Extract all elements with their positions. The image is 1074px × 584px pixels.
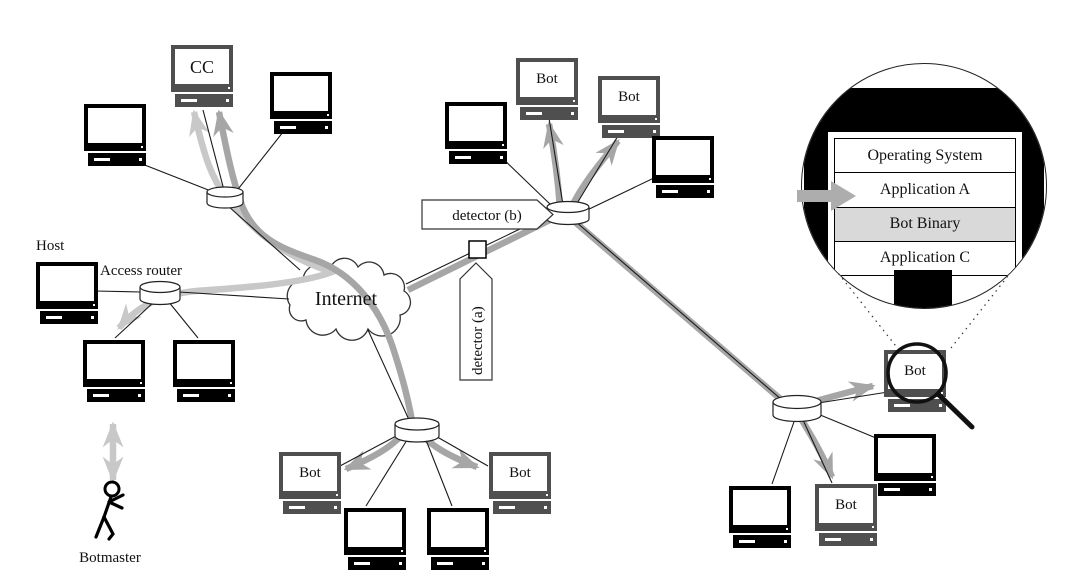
network-links: [94, 109, 889, 507]
host-computer: [36, 262, 98, 324]
detector-b-label: detector (b): [452, 208, 522, 224]
workstation: [729, 486, 791, 548]
botmaster-label: Botmaster: [79, 550, 141, 566]
system-unit: [175, 94, 233, 107]
router-bottommiddle: [394, 417, 440, 443]
software-stack-table: Operating System Application A Bot Binar…: [834, 138, 1016, 276]
botmaster-figure: [94, 480, 125, 541]
magnified-bot-view: Operating System Application A Bot Binar…: [801, 63, 1047, 309]
power-led-icon: [228, 87, 230, 89]
stack-row-bot-binary: Bot Binary: [835, 206, 1015, 241]
cc-server: CC: [171, 45, 233, 107]
stack-row-app-a: Application A: [835, 172, 1015, 207]
magnifier-projection-rays: [837, 272, 1009, 351]
detector-a-tap-icon: [468, 240, 487, 259]
magnifier-icon: [886, 342, 975, 430]
workstation: [173, 340, 235, 402]
router-right: [772, 394, 822, 423]
workstation: [270, 72, 332, 134]
router-topleft: [206, 186, 244, 209]
detector-a-label: detector (a): [470, 306, 486, 375]
stack-row-os: Operating System: [835, 139, 1015, 173]
workstation: [874, 434, 936, 496]
workstation: [652, 136, 714, 198]
bot-computer: Bot: [279, 452, 341, 514]
access-router: [139, 280, 181, 306]
bot-computer: Bot: [598, 76, 660, 138]
cc-screen-label: CC: [175, 49, 229, 84]
routers: [139, 186, 822, 443]
detector-a-callout: detector (a): [459, 262, 493, 381]
workstation: [83, 340, 145, 402]
workstation: [344, 508, 406, 570]
stack-row-app-c: Application C: [835, 240, 1015, 275]
bot-binary-pointer-arrow: [797, 181, 856, 211]
bot-computer: Bot: [489, 452, 551, 514]
host-label: Host: [36, 238, 65, 254]
magnified-monitor-stand: [894, 270, 952, 308]
magnified-monitor-bezel: Operating System Application A Bot Binar…: [804, 88, 1044, 282]
router-topmiddle: [546, 200, 590, 226]
magnified-screen: Operating System Application A Bot Binar…: [828, 132, 1022, 282]
bot-computer: Bot: [815, 484, 877, 546]
bot-computer: Bot: [516, 58, 578, 120]
workstation: [445, 102, 507, 164]
detector-b-callout: detector (b): [421, 199, 554, 230]
monitor: CC: [171, 45, 233, 92]
internet-label: Internet: [314, 288, 378, 310]
workstation: [427, 508, 489, 570]
